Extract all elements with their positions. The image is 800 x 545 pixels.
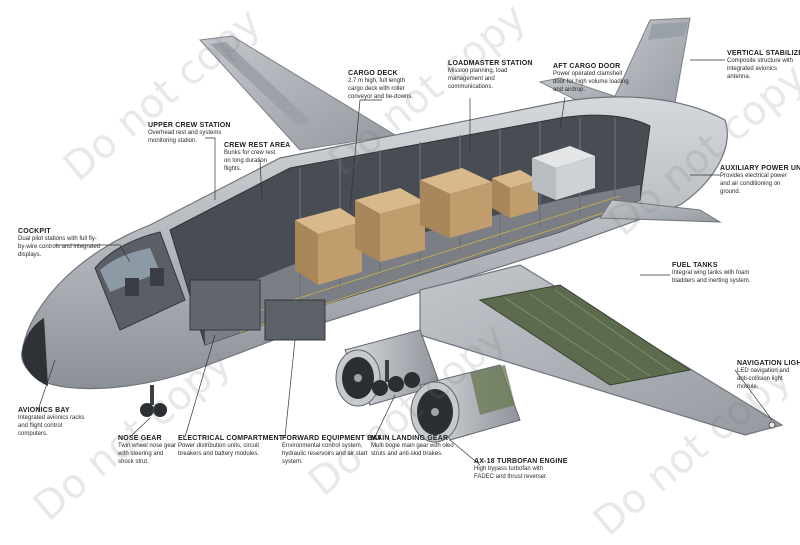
navigation-light-icon — [768, 421, 776, 429]
callout-title: NAVIGATION LIGHT — [737, 360, 800, 367]
pilot-seat-icon — [150, 268, 164, 286]
callout-title: AX-18 TURBOFAN ENGINE — [474, 458, 568, 465]
vertical-stabilizer — [604, 17, 691, 121]
callout-auxiliary-power-unit: AUXILIARY POWER UNIT Provides electrical… — [720, 165, 800, 196]
pilot-seat-icon — [125, 278, 139, 296]
callout-description: Integrated avionics racks and flight con… — [18, 415, 85, 437]
callout-electrical-compartment: ELECTRICAL COMPARTMENT Power distributio… — [178, 435, 284, 458]
callout-title: CARGO DECK — [348, 70, 398, 77]
engine-outboard — [410, 364, 521, 443]
leader-lines — [37, 59, 773, 466]
callout-description: Dual pilot stations with full fly-by-wir… — [18, 236, 101, 258]
cockpit-area — [94, 231, 326, 341]
callout-navigation-light: NAVIGATION LIGHT LED navigation and anti… — [737, 360, 800, 391]
callout-crew-rest-area: CREW REST AREA Bunks for crew rest on lo… — [224, 142, 291, 173]
callout-description: 2.7 m high, full length cargo deck with … — [348, 78, 414, 100]
callout-description: LED navigation and anti-collision light … — [737, 368, 790, 390]
callout-aft-cargo-door: AFT CARGO DOOR Power operated clamshell … — [553, 63, 631, 94]
callout-fuel-tanks: FUEL TANKS Integral wing tanks with foam… — [672, 262, 752, 285]
callout-main-landing-gear: MAIN LANDING GEAR Multi bogie main gear … — [371, 435, 455, 458]
callout-description: High bypass turbofan with FADEC and thru… — [474, 466, 548, 480]
callout-turbofan-engine: AX-18 TURBOFAN ENGINE High bypass turbof… — [474, 458, 568, 481]
nose-gear — [140, 385, 167, 417]
callout-title: FUEL TANKS — [672, 262, 718, 269]
callout-title: MAIN LANDING GEAR — [371, 435, 449, 442]
callout-title: AFT CARGO DOOR — [553, 63, 621, 70]
callout-nose-gear: NOSE GEAR Twin wheel nose gear with stee… — [118, 435, 178, 466]
callout-avionics-bay: AVIONICS BAY Integrated avionics racks a… — [18, 407, 90, 438]
callout-title: VERTICAL STABILIZER — [727, 50, 800, 57]
callout-description: Multi bogie main gear with oleo struts a… — [371, 443, 454, 457]
callout-title: COCKPIT — [18, 228, 51, 235]
right-horizontal-stabilizer — [599, 199, 722, 223]
cargo-pallets — [295, 146, 595, 285]
callout-description: Power operated clamshell door for high v… — [553, 71, 629, 93]
right-wing — [419, 264, 784, 436]
callout-description: Mission planning, load management and co… — [448, 68, 508, 90]
callout-description: Provides electrical power and air condit… — [720, 173, 787, 195]
callout-description: Bunks for crew rest on long duration fli… — [224, 150, 276, 172]
callout-title: LOADMASTER STATION — [448, 60, 533, 67]
cargo-pallet — [420, 168, 492, 238]
aircraft-cutaway-diagram — [21, 17, 784, 466]
callout-description: Composite structure with integrated avio… — [727, 58, 794, 80]
callout-cargo-deck: CARGO DECK 2.7 m high, full length cargo… — [348, 70, 418, 101]
callout-description: Overhead rest and systems monitoring sta… — [148, 130, 222, 144]
callout-upper-crew-station: UPPER CREW STATION Overhead rest and sys… — [148, 122, 231, 145]
cargo-pallet — [492, 170, 538, 218]
callout-vertical-stabilizer: VERTICAL STABILIZER Composite structure … — [727, 50, 800, 81]
cargo-pallet — [355, 188, 425, 262]
callout-title: NOSE GEAR — [118, 435, 162, 442]
callout-title: CREW REST AREA — [224, 142, 291, 149]
callout-title: ELECTRICAL COMPARTMENT — [178, 435, 284, 442]
callout-loadmaster-station: LOADMASTER STATION Mission planning, loa… — [448, 60, 533, 91]
callout-description: Power distribution units, circuit breake… — [178, 443, 260, 457]
left-wing — [198, 35, 397, 151]
callout-description: Environmental control system, hydraulic … — [282, 443, 368, 465]
cargo-pallet — [295, 208, 362, 285]
callout-cockpit: COCKPIT Dual pilot stations with full fl… — [18, 228, 102, 259]
main-landing-gear — [372, 360, 420, 396]
callout-description: Integral wing tanks with foam bladders a… — [672, 270, 751, 284]
callout-title: AUXILIARY POWER UNIT — [720, 165, 800, 172]
callout-title: UPPER CREW STATION — [148, 122, 231, 129]
cargo-container — [532, 146, 595, 200]
callout-description: Twin wheel nose gear with steering and s… — [118, 443, 177, 465]
callout-forward-equipment-bay: FORWARD EQUIPMENT BAY Environmental cont… — [282, 435, 382, 466]
callout-title: FORWARD EQUIPMENT BAY — [282, 435, 382, 442]
callout-title: AVIONICS BAY — [18, 407, 70, 414]
